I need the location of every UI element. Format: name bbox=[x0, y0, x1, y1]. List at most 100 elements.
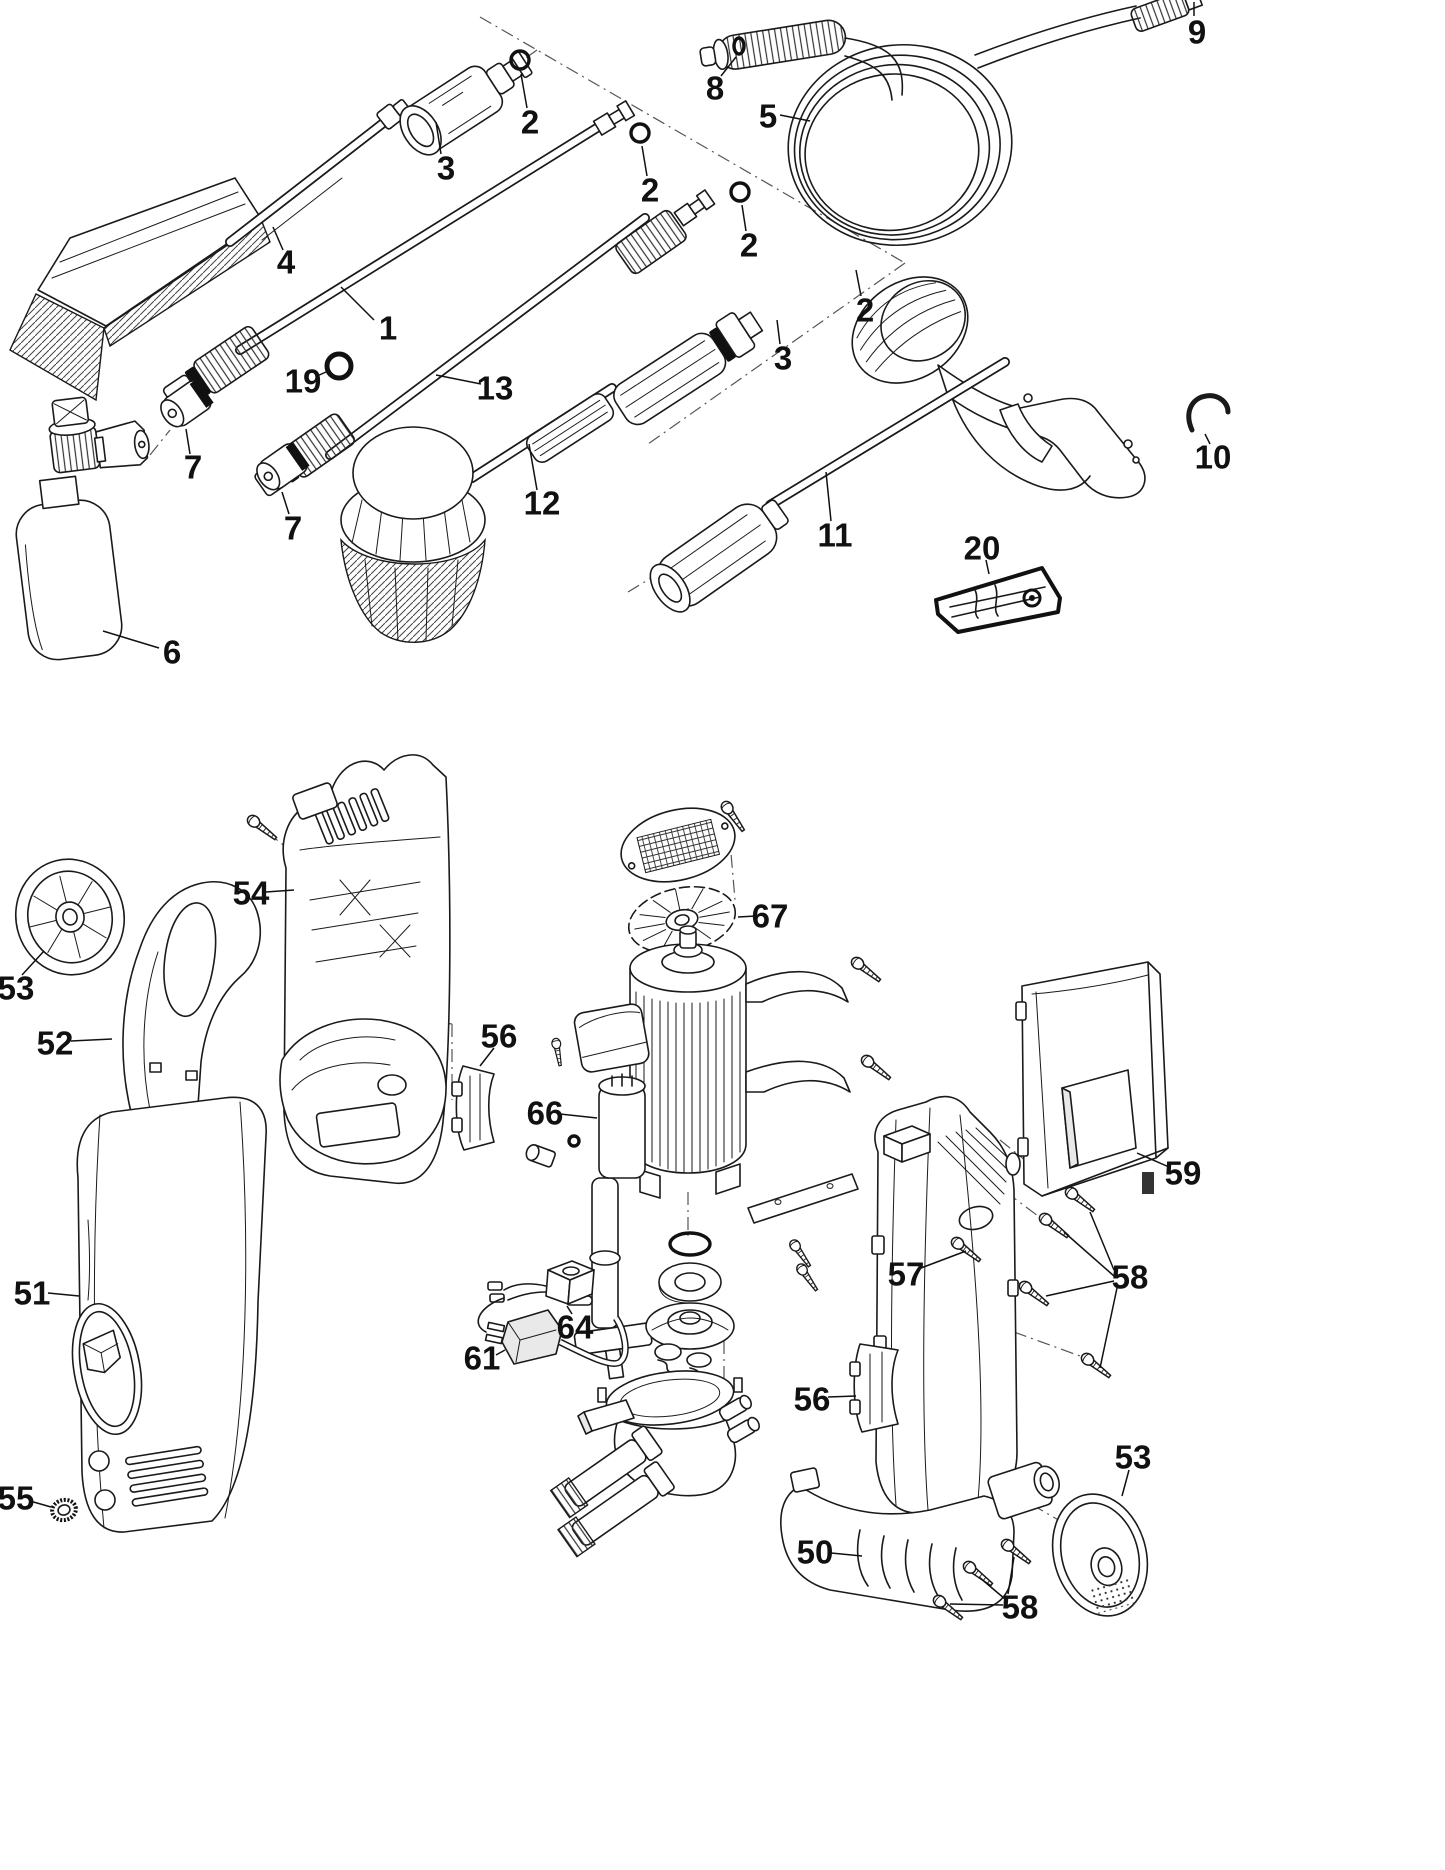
callout-59: 59 bbox=[1136, 1152, 1202, 1192]
callout-leader-58b bbox=[949, 1603, 1004, 1606]
callout-number-10: 10 bbox=[1195, 439, 1232, 476]
callout-number-5: 5 bbox=[759, 98, 777, 135]
callout-2d: 2 bbox=[855, 269, 874, 329]
callout-number-53b: 53 bbox=[1115, 1439, 1152, 1476]
callout-leader-4 bbox=[272, 226, 284, 251]
callout-number-6: 6 bbox=[163, 634, 181, 671]
callout-leader-61 bbox=[495, 1349, 506, 1356]
callout-7a: 7 bbox=[184, 428, 202, 486]
callout-leader-3a bbox=[435, 121, 442, 155]
callout-number-3a: 3 bbox=[437, 150, 455, 187]
part-capacitor bbox=[525, 1073, 653, 1380]
callout-number-13: 13 bbox=[477, 370, 514, 407]
part-oring-b bbox=[629, 122, 651, 144]
callout-50: 50 bbox=[797, 1534, 863, 1571]
part-pump-valve-assembly bbox=[549, 1343, 760, 1558]
callout-51: 51 bbox=[14, 1275, 80, 1312]
callout-number-67: 67 bbox=[752, 898, 789, 935]
callout-layer: 1222233456778910111213192050515253535455… bbox=[0, 2, 1231, 1626]
callout-number-56a: 56 bbox=[481, 1018, 518, 1055]
part-trigger-gun bbox=[649, 276, 1146, 613]
callout-number-59: 59 bbox=[1165, 1155, 1202, 1192]
callout-number-19: 19 bbox=[285, 363, 322, 400]
callout-2b: 2 bbox=[641, 145, 659, 209]
callout-67: 67 bbox=[737, 898, 789, 935]
callout-leader-55 bbox=[29, 1500, 52, 1508]
callout-56b: 56 bbox=[794, 1381, 857, 1418]
callout-number-8: 8 bbox=[706, 70, 724, 107]
callout-leader-56b bbox=[827, 1395, 857, 1398]
callout-leader-64 bbox=[566, 1305, 573, 1315]
callout-58b: 58 bbox=[949, 1556, 1039, 1626]
part-motor bbox=[550, 925, 894, 1199]
callout-number-7a: 7 bbox=[184, 449, 202, 486]
callout-leader-10 bbox=[1204, 433, 1211, 445]
callout-number-1: 1 bbox=[379, 310, 397, 347]
callout-number-2b: 2 bbox=[641, 172, 659, 209]
callout-number-54: 54 bbox=[233, 875, 270, 912]
callout-leader-58a bbox=[1063, 1231, 1115, 1277]
part-body-front-half bbox=[71, 1096, 267, 1533]
callout-leader-12 bbox=[528, 443, 538, 491]
part-seal-bearing-impeller bbox=[645, 1231, 822, 1350]
part-clamp-left bbox=[451, 1065, 495, 1151]
callout-leader-50 bbox=[830, 1552, 863, 1557]
callout-leader-59 bbox=[1136, 1152, 1170, 1168]
part-cap-nut bbox=[50, 1497, 78, 1523]
callout-leader-2a bbox=[520, 73, 528, 109]
part-mounting-bar bbox=[747, 1173, 859, 1270]
callout-number-2d: 2 bbox=[856, 292, 874, 329]
callout-number-58b: 58 bbox=[1002, 1589, 1039, 1626]
callout-number-3b: 3 bbox=[774, 340, 792, 377]
part-body-right-half bbox=[780, 1095, 1060, 1612]
callout-56a: 56 bbox=[479, 1018, 518, 1067]
callout-9: 9 bbox=[1188, 2, 1206, 51]
callout-4: 4 bbox=[272, 226, 296, 281]
part-wheel-rear bbox=[1051, 1493, 1149, 1617]
callout-61: 61 bbox=[464, 1340, 506, 1377]
callout-leader-67 bbox=[737, 915, 757, 918]
callout-leader-11 bbox=[825, 471, 832, 522]
callout-55: 55 bbox=[0, 1480, 52, 1517]
part-nozzle-tip-b bbox=[256, 441, 310, 491]
callout-8: 8 bbox=[706, 56, 737, 107]
part-oring-c bbox=[729, 181, 751, 203]
callout-20: 20 bbox=[964, 530, 1000, 575]
hose-coupling-9 bbox=[1130, 0, 1204, 32]
callout-number-64: 64 bbox=[557, 1309, 594, 1346]
callout-number-55: 55 bbox=[0, 1480, 34, 1517]
part-oring-a bbox=[509, 49, 531, 71]
callout-leader-2c bbox=[741, 204, 747, 232]
part-rear-cover bbox=[1015, 961, 1169, 1197]
part-extension-lance bbox=[254, 189, 716, 497]
part-power-switch bbox=[477, 1260, 595, 1333]
callout-number-53a: 53 bbox=[0, 970, 34, 1007]
callout-57: 57 bbox=[888, 1250, 967, 1293]
callout-64: 64 bbox=[557, 1305, 594, 1346]
callout-5: 5 bbox=[759, 98, 811, 135]
callout-leader-8 bbox=[720, 56, 737, 77]
callout-3b: 3 bbox=[774, 319, 792, 377]
callout-number-50: 50 bbox=[797, 1534, 834, 1571]
callout-leader-53b bbox=[1121, 1469, 1130, 1497]
part-retaining-clip bbox=[1186, 393, 1231, 433]
callout-11: 11 bbox=[818, 471, 852, 554]
callout-leader-52 bbox=[70, 1038, 113, 1042]
part-rotating-brush bbox=[340, 311, 764, 643]
callout-6: 6 bbox=[102, 630, 181, 671]
callout-7b: 7 bbox=[281, 491, 302, 547]
part-adapter-a bbox=[399, 51, 533, 156]
callout-leader-58b bbox=[978, 1576, 1006, 1600]
callout-leader-13 bbox=[435, 374, 482, 385]
callout-leader-3b bbox=[776, 319, 781, 345]
part-handle-cover bbox=[122, 881, 262, 1126]
callout-leader-58a bbox=[1099, 1287, 1118, 1369]
callout-12: 12 bbox=[524, 443, 560, 522]
callout-leader-2b bbox=[641, 145, 648, 177]
part-detergent-bottle bbox=[15, 396, 150, 661]
callout-number-7b: 7 bbox=[284, 510, 302, 547]
callout-52: 52 bbox=[37, 1025, 113, 1062]
callout-number-61: 61 bbox=[464, 1340, 501, 1377]
